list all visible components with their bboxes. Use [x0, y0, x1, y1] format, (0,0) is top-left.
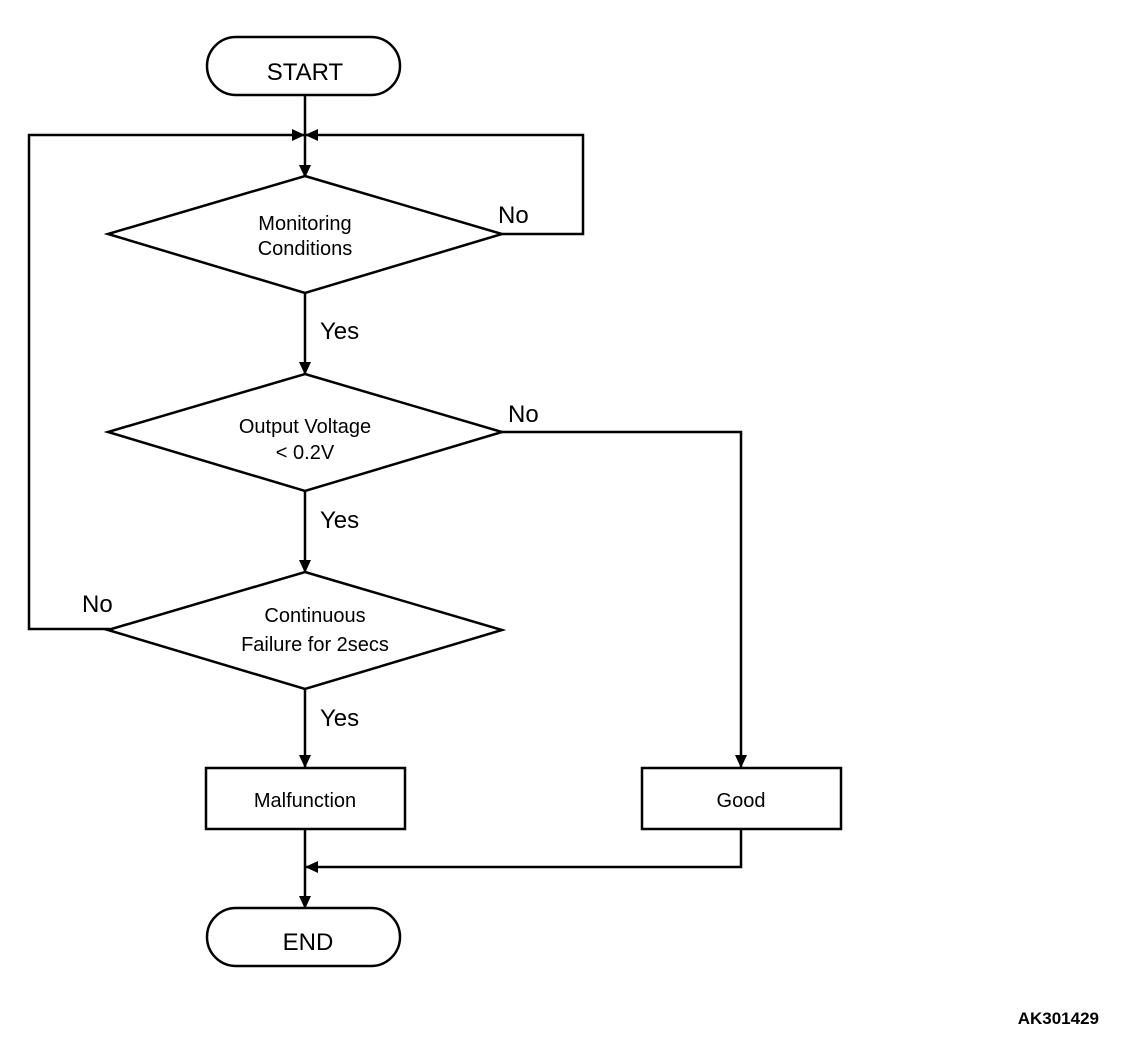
end-label: END — [283, 929, 334, 956]
arrowhead — [299, 362, 311, 375]
malfunction-label: Malfunction — [254, 790, 356, 812]
voltage-yes-label: Yes — [320, 507, 359, 534]
continuous-label-line1: Continuous — [264, 605, 365, 627]
arrowhead — [299, 560, 311, 573]
monitoring-label-line1: Monitoring — [258, 213, 351, 235]
arrowhead — [299, 755, 311, 768]
arrowhead — [292, 129, 305, 141]
start-label: START — [267, 59, 344, 86]
monitoring-yes-label: Yes — [320, 318, 359, 345]
reference-code: AK301429 — [1018, 1009, 1099, 1028]
continuous-yes-label: Yes — [320, 705, 359, 732]
connector-voltage-no-to-good — [502, 430, 743, 767]
start-terminal — [205, 35, 402, 97]
arrowhead — [735, 755, 747, 768]
monitoring-label-line2: Conditions — [258, 238, 353, 260]
end-terminal — [205, 906, 402, 968]
good-label: Good — [717, 790, 766, 812]
monitoring-no-label: No — [498, 202, 529, 229]
continuous-failure-decision — [103, 570, 507, 691]
continuous-label-line2: Failure for 2secs — [241, 634, 389, 656]
voltage-label-line1: Output Voltage — [239, 416, 371, 438]
connector-monitoring-no-loop — [305, 133, 585, 236]
voltage-no-label: No — [508, 401, 539, 428]
arrowhead — [305, 129, 318, 141]
voltage-label-line2: < 0.2V — [276, 442, 335, 464]
connector-good-to-end — [305, 829, 743, 869]
continuous-no-label: No — [82, 591, 113, 618]
arrowhead — [299, 165, 311, 178]
arrowhead — [299, 896, 311, 909]
connector-continuous-no-loop — [27, 133, 305, 631]
arrowhead — [305, 861, 318, 873]
